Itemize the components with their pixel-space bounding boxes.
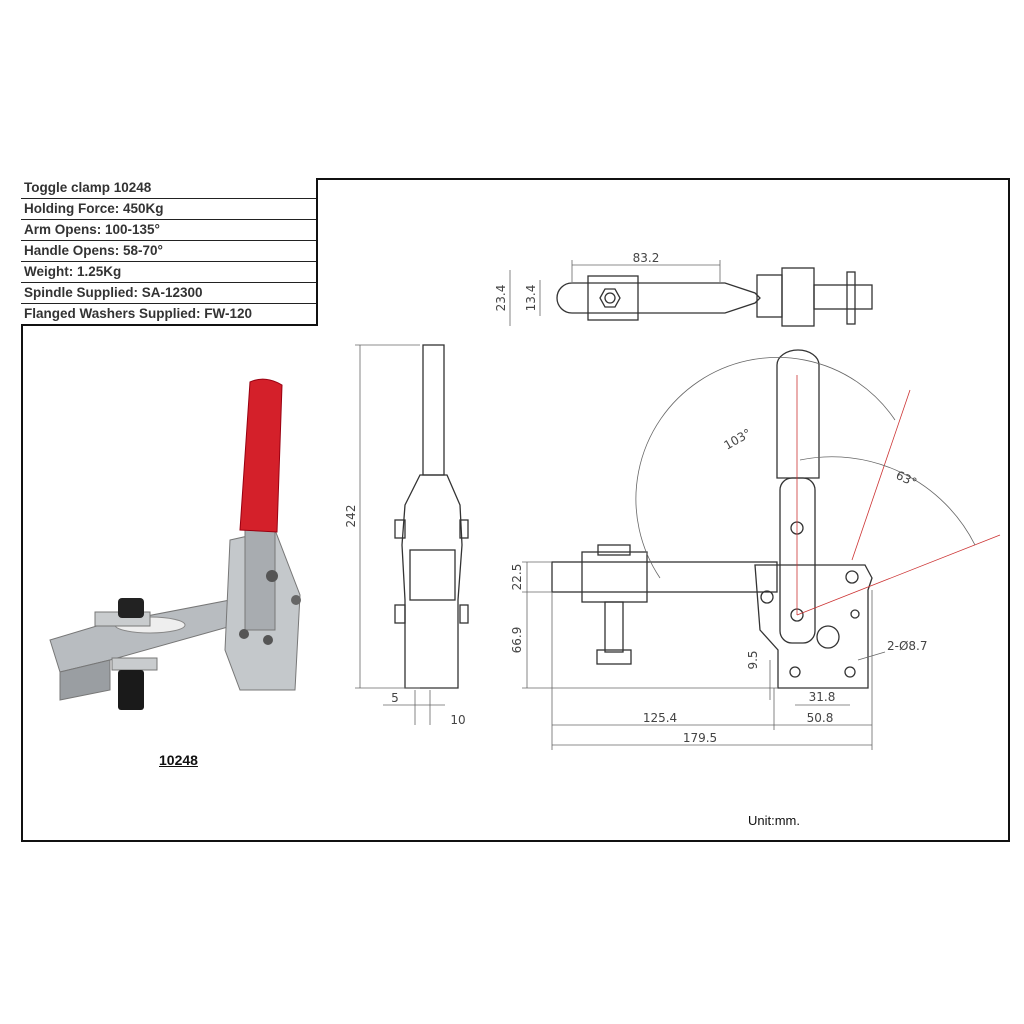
drawing-frame: [21, 178, 1010, 842]
model-label: 10248: [159, 752, 198, 768]
dim-13-4: 13.4: [524, 285, 538, 312]
dim-31-8: 31.8: [809, 690, 836, 704]
dim-22-5: 22.5: [510, 564, 524, 591]
angle-63: 63°: [894, 468, 919, 490]
dim-23-4: 23.4: [494, 285, 508, 312]
front-view: 103° 63° 22.5 66.9 9.5 31.8 50.8 125.4 1…: [510, 349, 1001, 750]
spec-washers: Flanged Washers Supplied: FW-120: [24, 306, 253, 321]
dim-50-8: 50.8: [807, 711, 834, 725]
spec-holding-force: Holding Force: 450Kg: [21, 199, 316, 220]
dim-5: 5: [391, 691, 399, 705]
dim-179-5: 179.5: [683, 731, 717, 745]
dim-125-4: 125.4: [643, 711, 677, 725]
dim-10: 10: [450, 713, 465, 727]
angle-103: 103°: [722, 426, 754, 453]
dim-83-2: 83.2: [633, 251, 660, 265]
dim-242: 242: [344, 505, 358, 528]
spec-handle-opens: Handle Opens: 58-70°: [21, 241, 316, 262]
red-handle: [239, 378, 283, 533]
spec-weight: Weight: 1.25Kg: [21, 262, 316, 283]
spec-title: Toggle clamp 10248: [21, 178, 316, 199]
product-photo: [49, 378, 301, 710]
unit-label: Unit:mm.: [748, 813, 800, 828]
side-view: 242 5 10: [344, 344, 469, 727]
top-view: 83.2 23.4 13.4: [494, 251, 873, 327]
dim-66-9: 66.9: [510, 627, 524, 654]
spec-spindle: Spindle Supplied: SA-12300: [21, 283, 316, 304]
dim-holes: 2-Ø8.7: [887, 639, 928, 653]
spec-table: Toggle clamp 10248 Holding Force: 450Kg …: [21, 178, 318, 326]
dim-9-5: 9.5: [746, 650, 760, 669]
spec-arm-opens: Arm Opens: 100-135°: [21, 220, 316, 241]
